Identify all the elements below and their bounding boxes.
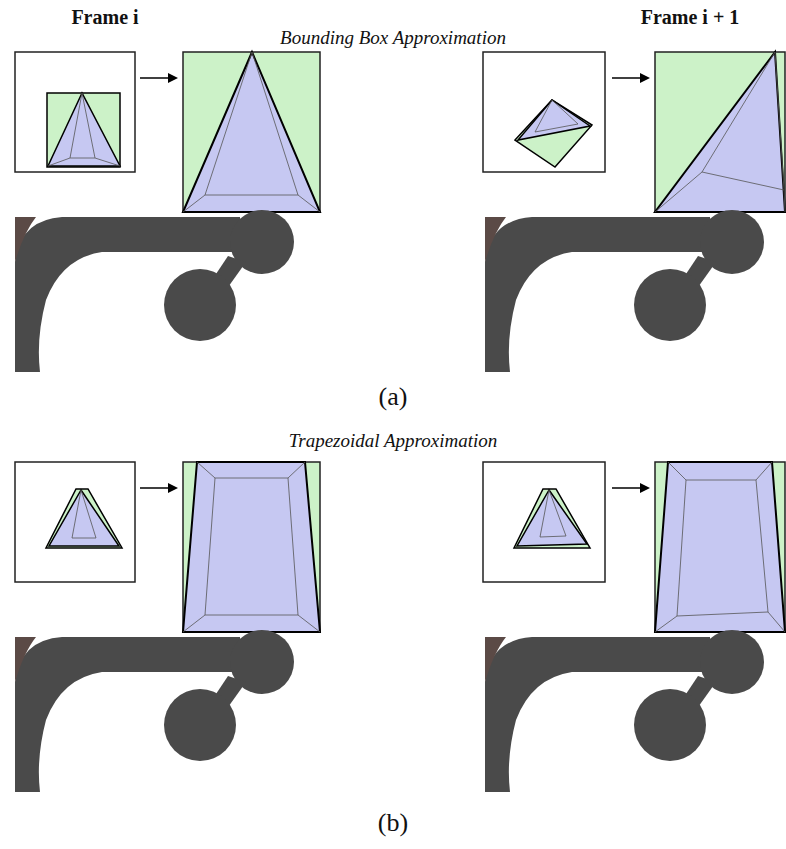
- arrow: [612, 487, 642, 489]
- subfigure-label: (b): [378, 808, 408, 838]
- shadow-map-view: [485, 630, 764, 792]
- arrowhead: [640, 483, 650, 493]
- trapezoid: [514, 489, 590, 548]
- shadow-map-space: [655, 462, 785, 632]
- frustum-edges: [655, 462, 785, 632]
- arrow: [140, 77, 170, 79]
- frustum: [183, 52, 320, 212]
- frustum: [49, 490, 119, 546]
- frustum: [655, 52, 785, 212]
- trapezoid: [46, 489, 122, 548]
- frustum-edges: [48, 93, 120, 166]
- frustum-edges: [540, 490, 566, 537]
- frustum: [183, 462, 320, 632]
- shadow-map-space: [655, 52, 785, 212]
- view-panel: [15, 52, 135, 172]
- arrowhead: [640, 73, 650, 83]
- row-title: Bounding Box Approximation: [280, 27, 506, 49]
- frustum: [517, 490, 587, 546]
- arrow: [140, 487, 170, 489]
- arrowhead: [168, 483, 178, 493]
- arrowhead: [168, 73, 178, 83]
- view-panel: [483, 462, 605, 582]
- frame-heading: Frame i + 1: [641, 6, 740, 29]
- frustum-edges: [655, 52, 785, 212]
- frustum-edges: [183, 52, 320, 212]
- shadow-map-view: [485, 210, 764, 372]
- frustum: [655, 462, 785, 632]
- frustum-edges: [535, 100, 578, 132]
- shadow-map-space: [183, 52, 320, 212]
- frustum-edges: [183, 462, 320, 632]
- arrow: [612, 77, 642, 79]
- frustum: [518, 100, 590, 140]
- shadow-map-view: [15, 630, 294, 792]
- bounding-box: [515, 100, 592, 167]
- subfigure-label: (a): [379, 382, 408, 412]
- frame-heading: Frame i: [71, 6, 138, 29]
- view-panel: [15, 462, 135, 582]
- view-panel: [483, 52, 605, 172]
- frustum: [48, 93, 120, 166]
- shadow-map-view: [15, 210, 294, 372]
- frustum-edges: [72, 490, 96, 538]
- bounding-box: [47, 93, 120, 167]
- row-title: Trapezoidal Approximation: [289, 430, 498, 452]
- shadow-map-space: [183, 462, 320, 632]
